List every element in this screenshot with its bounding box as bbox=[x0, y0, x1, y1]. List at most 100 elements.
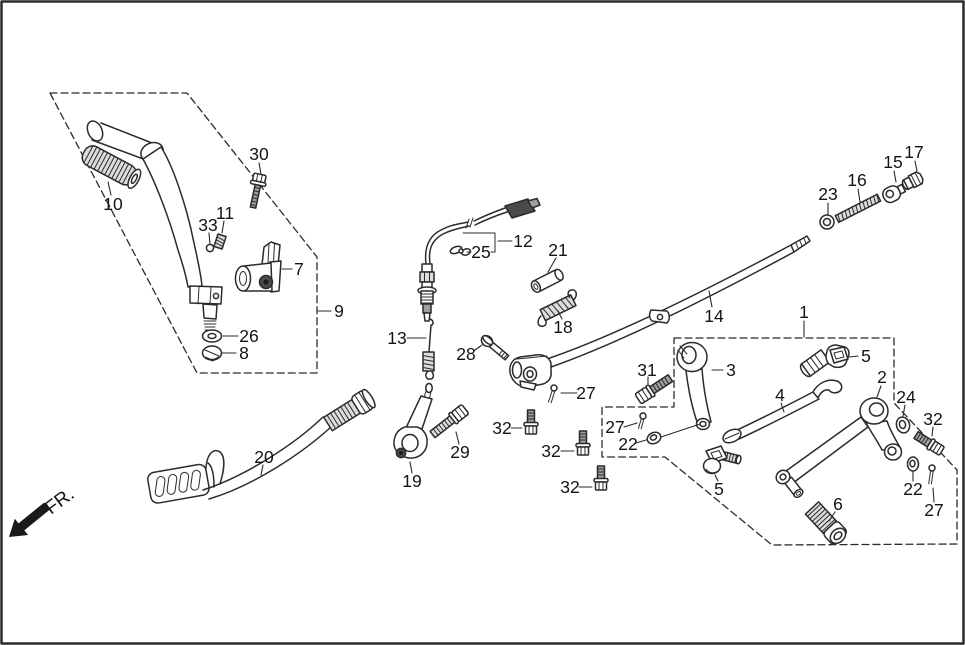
part-7-lever-holder bbox=[234, 241, 282, 293]
part-callout-7-4: 7 bbox=[294, 259, 304, 279]
part-callout-32-17: 32 bbox=[560, 477, 579, 497]
part-15-joint bbox=[882, 183, 907, 204]
part-4-shift-rod bbox=[722, 379, 843, 444]
part-callout-21-10: 21 bbox=[548, 240, 567, 260]
part-callout-22-38: 22 bbox=[903, 479, 922, 499]
part-callout-4-30: 4 bbox=[775, 385, 785, 405]
part-callout-14-21: 14 bbox=[704, 306, 724, 326]
part-callout-6-37: 6 bbox=[833, 494, 843, 514]
part-callout-10-1: 10 bbox=[103, 194, 123, 214]
part-callout-28-12: 28 bbox=[456, 344, 475, 364]
callout-leader-21-10 bbox=[547, 257, 557, 273]
callout-leader-18-13 bbox=[557, 310, 563, 320]
callout-leader-27-39 bbox=[932, 487, 935, 503]
part-callout-12-8: 12 bbox=[513, 231, 532, 251]
callout-leader-22-35 bbox=[635, 439, 647, 444]
part-callout-32-33: 32 bbox=[923, 409, 942, 429]
part-32-flange-bolt bbox=[593, 465, 609, 491]
part-22-washer bbox=[906, 456, 920, 472]
fr-direction-arrow bbox=[9, 502, 50, 537]
part-callout-32-15: 32 bbox=[492, 418, 511, 438]
part-27-cotter-pin bbox=[637, 412, 647, 430]
part-callout-8-7: 8 bbox=[239, 343, 249, 363]
part-callout-25-9: 25 bbox=[471, 242, 490, 262]
callout-leader-10-1 bbox=[107, 181, 112, 196]
part-callout-27-39: 27 bbox=[924, 500, 943, 520]
part-10-lever-rubber bbox=[81, 145, 142, 190]
part-callout-22-35: 22 bbox=[618, 434, 637, 454]
link-line-22-to-3 bbox=[660, 423, 701, 438]
part-callout-27-14: 27 bbox=[576, 383, 595, 403]
part-23-ring bbox=[819, 214, 835, 230]
callout-leader-19-18 bbox=[409, 461, 413, 474]
part-32-flange-bolt bbox=[523, 409, 539, 435]
part-24-washer bbox=[895, 416, 911, 434]
part-14-brake-rod bbox=[509, 235, 811, 391]
callout-bracket-12 bbox=[462, 232, 496, 253]
part-callout-1-26: 1 bbox=[799, 302, 809, 322]
part-11-spring bbox=[213, 233, 227, 250]
part-callout-18-13: 18 bbox=[553, 317, 572, 337]
part-12-stoplight-switch bbox=[417, 197, 541, 322]
callout-leader-27-34 bbox=[623, 422, 638, 428]
part-19-brake-arm bbox=[393, 382, 433, 459]
part-callout-32-16: 32 bbox=[541, 441, 560, 461]
part-6-pedal-rubber bbox=[804, 501, 848, 545]
part-31-flange-bolt bbox=[634, 374, 674, 405]
part-callout-3-28: 3 bbox=[726, 360, 736, 380]
part-9-lever-assembly bbox=[86, 120, 223, 331]
connector bbox=[504, 198, 536, 219]
part-callout-11-3: 11 bbox=[216, 203, 234, 223]
part-32-flange-bolt bbox=[575, 430, 591, 456]
part-20-brake-pedal bbox=[147, 388, 376, 504]
part-18-spring bbox=[537, 289, 577, 328]
fr-direction-label: FR. bbox=[41, 484, 78, 519]
callout-leader-30-0 bbox=[258, 162, 262, 175]
part-callout-5-29: 5 bbox=[861, 346, 871, 366]
part-callout-2-31: 2 bbox=[877, 367, 887, 387]
part-callout-13-11: 13 bbox=[387, 328, 406, 348]
part-callout-27-34: 27 bbox=[605, 417, 624, 437]
part-callout-5-36: 5 bbox=[714, 479, 724, 499]
part-21-pin bbox=[530, 268, 564, 293]
callout-leader-32-33 bbox=[931, 426, 934, 437]
part-33-steel-ball bbox=[205, 243, 215, 253]
part-26-washer bbox=[201, 329, 223, 343]
part-callout-20-20: 20 bbox=[254, 447, 274, 467]
callout-leader-17-25 bbox=[914, 160, 918, 172]
callout-leader-14-21 bbox=[708, 290, 713, 308]
assembly-box-9 bbox=[49, 92, 318, 374]
part-callout-24-32: 24 bbox=[896, 387, 916, 407]
part-callout-15-24: 15 bbox=[883, 152, 902, 172]
part-callout-29-19: 29 bbox=[450, 442, 469, 462]
part-5-joint-lower bbox=[702, 445, 742, 475]
callout-leader-33-2 bbox=[208, 232, 211, 245]
callout-leader-11-3 bbox=[221, 220, 225, 234]
part-callout-31-27: 31 bbox=[637, 360, 656, 380]
part-2-gearshift-pedal-arm bbox=[775, 397, 903, 499]
callout-leader-29-19 bbox=[455, 431, 460, 445]
part-30-flange-bolt bbox=[249, 172, 267, 209]
callout-leader-16-23 bbox=[857, 188, 861, 203]
part-17-adjusting-nut bbox=[901, 171, 924, 191]
part-callout-19-18: 19 bbox=[402, 471, 421, 491]
part-27-cotter-pin bbox=[547, 384, 558, 404]
part-32-flange-bolt bbox=[913, 430, 945, 456]
callout-leader-24-32 bbox=[902, 404, 906, 417]
callout-leader-20-20 bbox=[260, 464, 264, 476]
part-13-spring bbox=[422, 318, 435, 380]
callout-leader-5-29 bbox=[848, 355, 859, 358]
part-callout-9-5: 9 bbox=[334, 301, 344, 321]
callout-leader-15-24 bbox=[893, 170, 897, 183]
callout-leader-2-31 bbox=[876, 385, 882, 398]
part-3-gearshift-arm bbox=[676, 341, 712, 431]
part-callout-17-25: 17 bbox=[904, 142, 923, 162]
part-25-wing-nut bbox=[449, 245, 472, 256]
part-callout-23-22: 23 bbox=[818, 184, 837, 204]
part-16-adjusting-spring bbox=[834, 193, 882, 224]
callout-leader-5-36 bbox=[714, 474, 719, 482]
part-callout-16-23: 16 bbox=[847, 170, 866, 190]
